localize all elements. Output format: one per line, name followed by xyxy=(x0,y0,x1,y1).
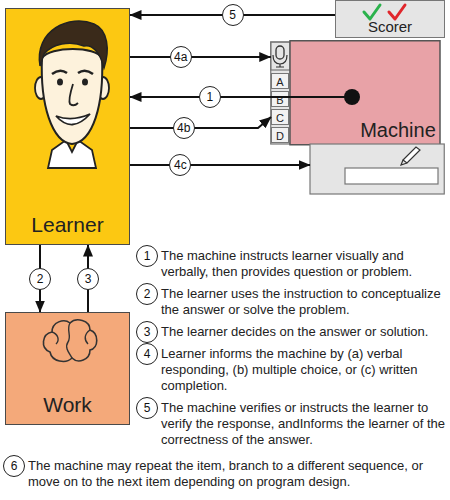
brain-folds xyxy=(52,323,90,358)
learner-hair xyxy=(39,21,107,68)
learner-ear xyxy=(35,77,47,99)
choice-button: A xyxy=(271,73,289,89)
choice-button: B xyxy=(271,91,289,107)
machine-body xyxy=(290,41,440,145)
node-label: D xyxy=(272,130,288,142)
step-number-circle: 5 xyxy=(136,397,158,419)
output-dot xyxy=(344,89,360,105)
step-number-circle: 1 xyxy=(136,245,158,267)
choice-button: C xyxy=(271,109,289,125)
step-number-circle: 4 xyxy=(136,343,158,365)
learner-nose xyxy=(69,84,78,105)
choice-button: D xyxy=(271,127,289,143)
step-description: The learner decides on the answer or sol… xyxy=(161,324,445,340)
edge-label: 4c xyxy=(174,158,187,172)
learner-box: Learner xyxy=(5,8,130,245)
flow-arrow xyxy=(39,245,41,312)
step-number-circle: 4a xyxy=(170,46,192,68)
step-number-circle: 4c xyxy=(169,154,191,176)
edge-label: 5 xyxy=(229,8,236,22)
writing-panel xyxy=(310,144,444,194)
learner-eyebrows xyxy=(52,71,93,74)
node-label: A xyxy=(272,76,288,88)
flow-arrow xyxy=(130,96,352,98)
node-label: B xyxy=(272,94,288,106)
edge-label: 4b xyxy=(177,121,190,135)
pencil-icon xyxy=(403,147,420,163)
input-strip xyxy=(271,42,291,144)
step-number: 3 xyxy=(144,325,151,339)
step-number: 6 xyxy=(11,459,18,473)
step-number: 4 xyxy=(144,347,151,361)
node-label: C xyxy=(272,112,288,124)
edge-label: 4a xyxy=(174,50,187,64)
scorer-box: Scorer xyxy=(335,0,445,38)
microphone-panel xyxy=(271,42,291,70)
step-description: The machine instructs learner visually a… xyxy=(161,248,445,280)
check-mark xyxy=(364,5,380,19)
node-label: Scorer xyxy=(336,19,444,36)
step-number-circle: 5 xyxy=(222,4,244,26)
step-number-circle: 2 xyxy=(136,283,158,305)
step-description: The machine may repeat the item, branch … xyxy=(28,458,446,490)
step-number-circle: 6 xyxy=(3,455,25,477)
edge-label: 3 xyxy=(85,272,92,286)
step-number-circle: 3 xyxy=(136,321,158,343)
step-description: The learner uses the instruction to conc… xyxy=(161,286,445,318)
step-number-circle: 1 xyxy=(199,86,221,108)
flow-arrow xyxy=(130,117,271,128)
step-number-circle: 3 xyxy=(77,268,99,290)
step-description: Learner informs the machine by (a) verba… xyxy=(161,346,445,394)
flow-arrow xyxy=(130,164,310,166)
brain-icon xyxy=(43,320,96,361)
learner-collar xyxy=(48,140,96,168)
machine: Machine ABCD xyxy=(270,40,445,195)
step-description: The machine verifies or instructs the le… xyxy=(161,400,445,448)
step-number: 1 xyxy=(144,249,151,263)
step-number-circle: 4b xyxy=(173,117,195,139)
node-label: Machine xyxy=(356,119,440,141)
step-number: 5 xyxy=(144,401,151,415)
learner-eye xyxy=(82,79,88,86)
node-label: Learner xyxy=(6,213,129,236)
check-mark xyxy=(389,5,405,19)
step-number: 2 xyxy=(144,287,151,301)
pencil-tip xyxy=(401,160,407,165)
node-label: Work xyxy=(6,393,129,416)
machine-outline xyxy=(270,40,445,195)
flow-arrow xyxy=(130,56,271,58)
microphone-icon xyxy=(276,46,284,59)
learner-face xyxy=(42,49,102,144)
work-box: Work xyxy=(5,312,130,425)
learner-mouth xyxy=(56,114,90,125)
step-number-circle: 2 xyxy=(29,268,51,290)
learner-eye xyxy=(57,79,63,86)
answer-field xyxy=(345,168,438,184)
edge-label: 2 xyxy=(37,272,44,286)
flow-arrow xyxy=(87,245,89,312)
flow-arrow xyxy=(130,14,335,16)
edge-label: 1 xyxy=(207,90,214,104)
microphone-stand xyxy=(273,55,287,67)
learner-ear xyxy=(97,77,109,99)
